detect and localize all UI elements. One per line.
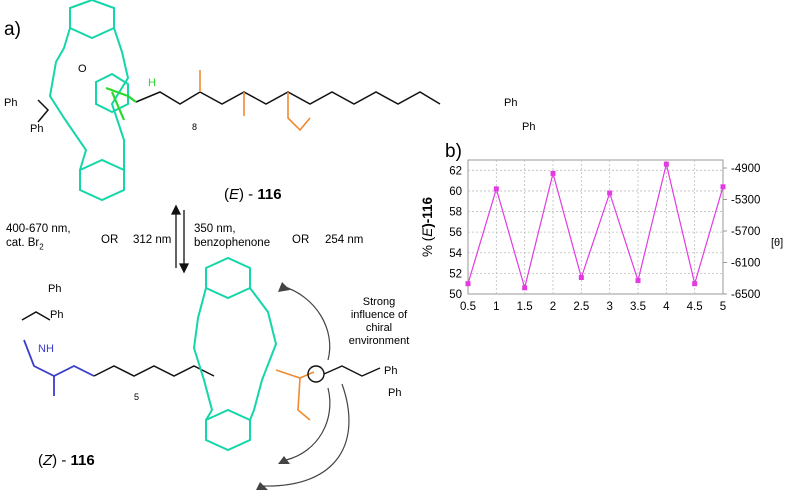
y-tick-label: 62 (449, 165, 462, 177)
y-tick-label: 56 (449, 227, 462, 239)
y-tick-label: 54 (449, 248, 462, 260)
x-tick-label: 2.5 (573, 301, 589, 313)
z-macrocycle (192, 256, 278, 452)
e-amide-orange (199, 70, 311, 132)
series-line (467, 163, 724, 291)
condition-350nm: 350 nm, (194, 223, 236, 235)
e-axle (37, 91, 441, 123)
e-ph-2: Ph (30, 123, 43, 135)
x-tick-label: 4 (663, 301, 670, 313)
data-point (522, 285, 528, 291)
condition-or-right: OR (292, 234, 310, 246)
x-tick-label: 3.5 (630, 301, 646, 313)
y2-tick-label: -6500 (731, 289, 760, 301)
data-point (493, 186, 499, 192)
e-compound-label: (E) - 116 (224, 186, 282, 203)
z-ph-1: Ph (50, 309, 63, 321)
reaction-scheme: Ph Ph H O 8 Ph Ph Ph Ph NH 5 Ph Ph (4, 0, 535, 490)
data-point (578, 275, 584, 281)
data-point (635, 278, 641, 284)
influence-arrowheads (256, 282, 290, 490)
y2-tick-label: -5300 (731, 195, 760, 207)
panel-b-label: b) (445, 141, 462, 162)
z-ph-3: Ph (384, 365, 397, 377)
condition-or-left: OR (101, 234, 119, 246)
x-tick-label: 3 (606, 301, 612, 313)
y-tick-label: 50 (449, 289, 462, 301)
z-compound-label: (Z) - 116 (38, 452, 95, 469)
y2-tick-label: -5700 (731, 226, 760, 238)
chiral-environment-note: Strong influence of chiral environment (348, 296, 410, 347)
condition-left: 400-670 nm, cat. Br2 (6, 222, 71, 254)
y2-tick-label: -4900 (731, 163, 760, 175)
condition-catalyst: cat. Br2 (6, 237, 44, 252)
e-macrocycle (48, 0, 130, 202)
plot-frame (467, 159, 724, 295)
x-tick-label: 1 (493, 301, 499, 313)
y2-tick-label: -6100 (731, 258, 760, 270)
e-o-atom: O (78, 63, 87, 75)
x-tick-label: 1.5 (517, 301, 533, 313)
condition-benzophenone: benzophenone (194, 237, 271, 249)
z-ph-4: Ph (388, 387, 401, 399)
e-ph-1: Ph (4, 97, 17, 109)
condition-312nm: 312 nm (133, 234, 172, 246)
x-tick-label: 5 (720, 301, 726, 313)
data-point (607, 190, 613, 196)
x-tick-label: 2 (550, 301, 556, 313)
condition-wavelength-visible: 400-670 nm, (6, 223, 71, 235)
y-axis-label: % (E)-116 (420, 196, 435, 257)
panel-a-label: a) (4, 19, 21, 40)
e-h-atom: H (148, 77, 156, 89)
y2-axis-label: [θ] (771, 237, 783, 249)
equilibrium-arrows (170, 204, 190, 274)
y-tick-label: 52 (449, 268, 462, 280)
x-tick-label: 4.5 (687, 301, 703, 313)
y-tick-label: 58 (449, 207, 462, 219)
z-axle-blue (23, 339, 95, 396)
data-point (720, 184, 726, 190)
data-point (550, 170, 556, 176)
data-point (663, 161, 669, 167)
e-green-core (105, 86, 137, 121)
e-ph-3: Ph (504, 97, 517, 109)
z-nh-atom: NH (38, 343, 54, 355)
z-axle-black (21, 311, 215, 377)
z-chain-subscript: 5 (134, 392, 139, 402)
y-tick-label: 60 (449, 186, 462, 198)
x-tick-label: 0.5 (460, 301, 476, 313)
z-ph-2: Ph (48, 283, 61, 295)
influence-arrows (261, 285, 350, 487)
condition-right: 350 nm, benzophenone (194, 222, 270, 250)
chart-svg: 0.5 1 1.5 2 2.5 3 3.5 4 4.5 5 50 52 54 56 58 60 62 -4900 -… (420, 159, 783, 313)
condition-254nm: 254 nm (325, 234, 364, 246)
e-ph-4: Ph (522, 121, 535, 133)
e-chain-subscript: 8 (192, 122, 197, 132)
data-point (692, 281, 698, 287)
z-ester-tail (307, 365, 381, 383)
z-amide-orange (275, 369, 315, 421)
data-point (465, 281, 471, 287)
